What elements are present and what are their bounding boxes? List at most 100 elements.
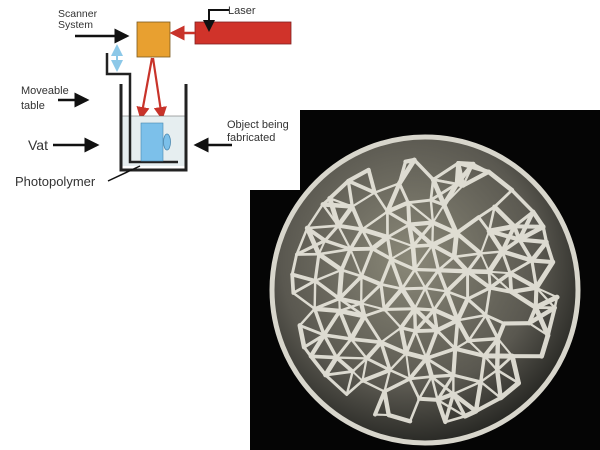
lattice-strut	[452, 252, 483, 259]
lattice-strut	[430, 242, 457, 259]
lattice-strut	[346, 179, 377, 195]
lattice-strut	[348, 313, 367, 342]
lattice-strut	[297, 323, 307, 350]
lattice-strut	[373, 389, 387, 417]
lattice-strut	[337, 224, 352, 251]
lattice-strut	[335, 356, 368, 360]
lattice-strut	[385, 200, 411, 214]
lattice-strut	[535, 286, 559, 299]
lattice-strut	[397, 157, 417, 186]
lattice-strut	[291, 279, 317, 295]
lattice-strut	[312, 307, 326, 337]
lattice-strut	[434, 318, 460, 333]
lattice-strut	[359, 247, 374, 278]
lattice-strut	[340, 268, 363, 278]
label-moveable-1: Moveable	[21, 85, 69, 97]
lattice-strut	[424, 356, 434, 379]
lattice-strut	[545, 305, 557, 338]
lattice-strut	[348, 246, 375, 252]
lattice-strut	[379, 340, 409, 356]
lattice-strut	[445, 290, 469, 301]
lattice-strut	[399, 326, 418, 333]
label-moveable-2: table	[21, 100, 45, 112]
lattice-strut	[335, 204, 355, 228]
lattice-strut	[432, 289, 449, 312]
lattice-strut	[313, 279, 317, 310]
lattice-strut	[484, 313, 506, 325]
lattice-strut	[337, 296, 364, 306]
lattice-strut	[553, 295, 559, 309]
lattice-strut	[494, 367, 503, 401]
lattice-strut	[407, 201, 435, 224]
lattice-strut	[451, 230, 459, 260]
lattice-strut	[365, 356, 392, 372]
lattice-strut	[479, 354, 487, 384]
label-object-1: Object being	[227, 119, 289, 131]
lattice-strut	[360, 210, 389, 231]
lattice-strut	[451, 392, 467, 418]
lattice-strut	[350, 204, 365, 232]
lattice-strut	[431, 161, 460, 182]
lattice-strut	[349, 248, 363, 278]
lattice-strut	[346, 179, 354, 209]
lattice-strut	[400, 286, 427, 291]
lattice-strut	[508, 271, 514, 294]
lattice-strut	[466, 336, 500, 343]
lattice-strut	[541, 225, 549, 244]
lattice-strut	[382, 286, 405, 312]
lattice-strut	[407, 220, 436, 227]
lattice-strut	[408, 397, 421, 423]
lattice-strut	[487, 205, 496, 233]
lattice-strut	[477, 215, 491, 233]
lattice-strut	[508, 259, 534, 275]
lattice-strut	[313, 297, 341, 311]
lattice-strut	[351, 370, 364, 382]
lattice-strut	[488, 270, 512, 275]
lattice-struts	[290, 157, 560, 425]
lattice-strut	[479, 230, 491, 255]
lattice-strut	[362, 314, 383, 344]
lattice-strut	[351, 357, 368, 373]
lattice-strut	[424, 328, 439, 361]
lattice-strut	[397, 181, 410, 205]
lattice-strut	[317, 247, 352, 256]
lattice-strut	[308, 354, 328, 377]
lattice-strut	[413, 267, 441, 272]
lattice-strut	[305, 224, 340, 230]
lattice-strut	[473, 379, 484, 414]
lattice-strut	[495, 368, 520, 385]
lattice-strut	[430, 243, 441, 272]
lattice-strut	[328, 197, 354, 208]
lattice-strut	[417, 396, 440, 402]
lattice-strut	[382, 389, 391, 418]
lattice-strut	[486, 169, 515, 193]
label-vat: Vat	[28, 137, 48, 153]
lattice-strut	[456, 313, 488, 322]
lattice-strut	[295, 226, 309, 256]
lattice-strut	[349, 337, 368, 360]
lattice-strut	[361, 379, 386, 393]
lattice-strut	[335, 337, 353, 360]
lattice-strut	[389, 257, 404, 291]
lattice-strut	[414, 329, 428, 360]
lattice-strut	[486, 228, 522, 242]
lattice-strut	[313, 252, 321, 283]
lattice-strut	[467, 313, 488, 342]
lattice-strut	[386, 412, 413, 424]
lattice-strut	[413, 268, 427, 290]
lattice-strut	[452, 380, 482, 396]
lattice-strut	[517, 237, 549, 245]
lattice-strut	[435, 328, 457, 351]
lattice-strut	[486, 228, 505, 254]
lattice-strut	[479, 252, 491, 273]
lattice-strut	[453, 346, 487, 358]
lattice-strut	[412, 158, 435, 182]
lattice-strut	[322, 309, 342, 337]
lattice-strut	[479, 368, 499, 384]
lattice-strut	[388, 351, 408, 372]
lattice-strut	[533, 259, 556, 291]
lattice-strut	[455, 318, 471, 343]
lattice-strut	[313, 279, 342, 301]
lattice-strut	[483, 354, 499, 372]
lattice-strut	[498, 380, 521, 401]
